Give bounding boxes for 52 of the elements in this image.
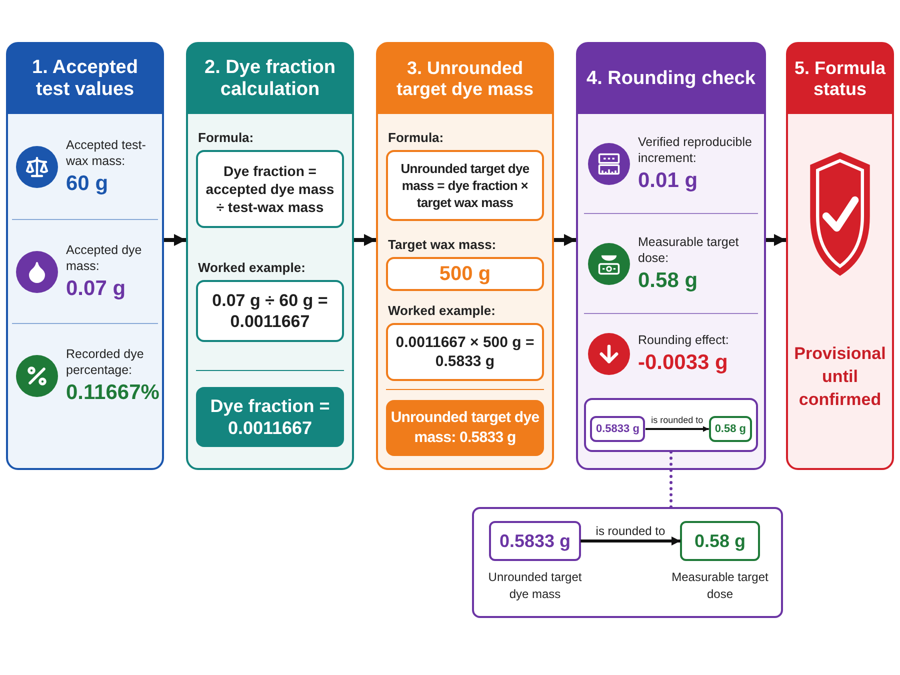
arrow bbox=[645, 426, 709, 432]
zoom-box bbox=[472, 507, 783, 618]
panel-title: 5. Formula status bbox=[794, 58, 886, 100]
value-label: Recorded dye percentage: bbox=[66, 346, 145, 378]
panel-title: 2. Dye fraction calculation bbox=[204, 57, 336, 101]
step-panel bbox=[6, 42, 164, 470]
value-text: 60 g bbox=[66, 170, 110, 196]
step-panel bbox=[786, 42, 894, 470]
value-box: 0.5833 g bbox=[590, 416, 646, 442]
value-label: Accepted test-wax mass: bbox=[66, 136, 147, 168]
edge-label: is rounded to bbox=[594, 524, 668, 538]
field-label: Worked example: bbox=[387, 303, 496, 319]
value-text: 0.01 g bbox=[638, 168, 699, 194]
arrow bbox=[580, 536, 680, 546]
arrow bbox=[164, 234, 186, 246]
node-label: Unrounded target dye mass bbox=[487, 569, 583, 603]
field-label: Target wax mass: bbox=[387, 237, 498, 253]
value-text: 0.58 g bbox=[638, 268, 699, 294]
value-box: 0.58 g bbox=[708, 416, 752, 442]
value-box: 0.58 g bbox=[680, 521, 760, 561]
value-text: -0.0033 g bbox=[638, 350, 729, 376]
connector-line bbox=[670, 450, 672, 508]
worked-example-box: 0.0011667 × 500 g = 0.5833 g bbox=[386, 323, 544, 381]
step-panel bbox=[576, 42, 766, 470]
node-label: Measurable target dose bbox=[671, 569, 769, 603]
step-panel bbox=[186, 42, 354, 470]
formula-box: Unrounded target dye mass = dye fraction × target wax mass bbox=[386, 150, 544, 221]
arrow bbox=[554, 234, 576, 246]
value-label: Verified reproducible increment: bbox=[638, 134, 753, 166]
value-label: Accepted dye mass: bbox=[66, 242, 143, 274]
arrow bbox=[354, 234, 376, 246]
formula-box: Dye fraction = accepted dye mass ÷ test-wax mass bbox=[196, 150, 344, 228]
value-text: 0.07 g bbox=[66, 276, 127, 302]
result-box: Dye fraction = 0.0011667 bbox=[196, 387, 344, 447]
value-box: 0.5833 g bbox=[489, 521, 581, 561]
value-box: 500 g bbox=[386, 257, 544, 291]
value-text: 0.11667% bbox=[66, 380, 160, 406]
step-panel bbox=[376, 42, 554, 470]
value-label: Measurable target dose: bbox=[638, 234, 740, 266]
panel-title: 4. Rounding check bbox=[586, 68, 756, 90]
panel-title: 3. Unrounded target dye mass bbox=[395, 58, 535, 100]
field-label: Worked example: bbox=[197, 260, 306, 276]
worked-example-box: 0.07 g ÷ 60 g = 0.0011667 bbox=[196, 280, 344, 342]
field-label: Formula: bbox=[197, 130, 255, 146]
field-label: Formula: bbox=[387, 130, 445, 146]
rounding-box bbox=[584, 398, 758, 452]
panel-title: 1. Accepted test values bbox=[31, 57, 139, 101]
value-label: Rounding effect: bbox=[638, 332, 729, 348]
arrow bbox=[766, 234, 786, 246]
result-box: Unrounded target dye mass: 0.5833 g bbox=[386, 400, 544, 456]
status-text: Provisional until confirmed bbox=[793, 343, 887, 411]
edge-label: is rounded to bbox=[649, 415, 706, 426]
